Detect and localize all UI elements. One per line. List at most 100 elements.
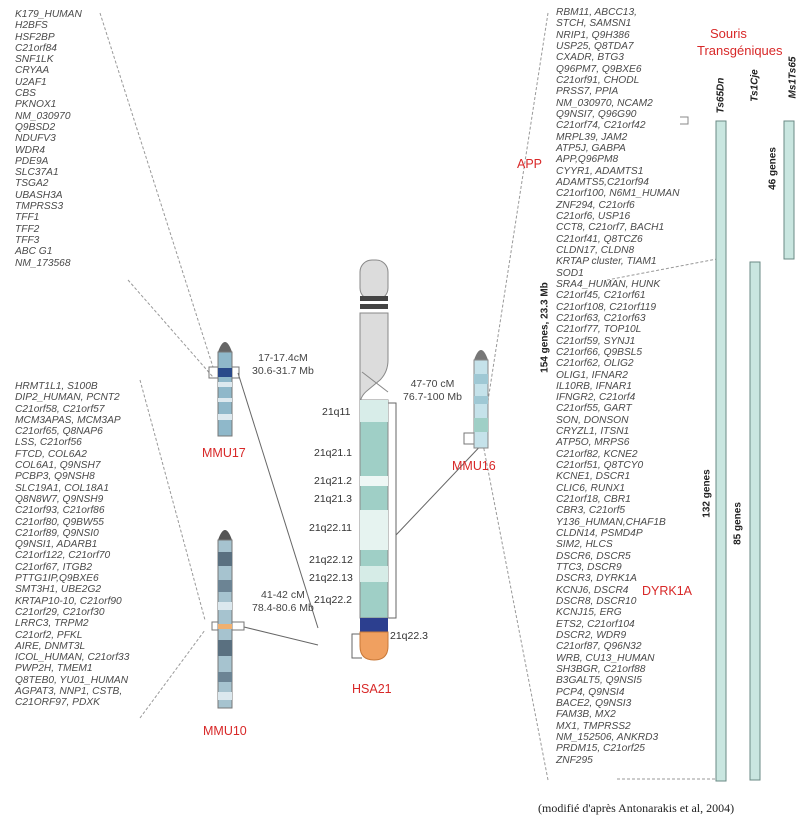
gene-list-item: C21orf93, C21orf86 <box>15 505 105 517</box>
mmu16-cm: 47-70 cM <box>410 378 455 390</box>
band-label: 21q21.2 <box>314 475 352 487</box>
gene-list-item: C21orf59, SYNJ1 <box>556 335 636 347</box>
mmu16-label: MMU16 <box>452 459 496 473</box>
gene-list-item: ATP5J, GABPA <box>556 142 626 154</box>
gene-list-item: LSS, C21orf56 <box>15 437 82 449</box>
gene-list-item: KCNJ6, DSCR4 <box>556 584 629 596</box>
gene-list-item: C21orf108, C21orf119 <box>556 301 657 313</box>
gene-list-item: NM_030970 <box>15 110 71 122</box>
gene-list-item: Y136_HUMAN,CHAF1B <box>556 516 666 528</box>
gene-list-item: COL6A1, Q9NSH7 <box>15 460 101 472</box>
gene-list-item: KCNE1, DSCR1 <box>556 471 631 483</box>
gene-list-item: ICOL_HUMAN, C21orf33 <box>15 652 130 664</box>
gene-list-item: ATP5O, MRPS6 <box>556 437 630 449</box>
gene-list-item: MRPL39, JAM2 <box>556 131 628 143</box>
mmu17-chromosome <box>217 342 233 437</box>
gene-list-item: AGPAT3, NNP1, CSTB, <box>15 686 123 698</box>
gene-list-item: SMT3H1, UBE2G2 <box>15 584 102 596</box>
gene-list-item: HSF2BP <box>15 31 55 43</box>
gene-list-item: ABC G1 <box>15 246 53 258</box>
mmu16-chromosome <box>473 350 489 449</box>
gene-list-item: Q8TEB0, YU01_HUMAN <box>15 674 129 686</box>
span-ts1cje-label: 85 genes <box>732 502 744 545</box>
mmu10-cm: 41-42 cM <box>261 589 305 601</box>
gene-list-item: BACE2, Q9NSI3 <box>556 698 632 710</box>
gene-list-item: AIRE, DNMT3L <box>15 640 86 652</box>
gene-list-item: C21orf58, C21orf57 <box>15 403 105 415</box>
gene-list-item: TSGA2 <box>15 178 49 190</box>
band-label: 21q21.1 <box>314 447 352 459</box>
gene-list-item: SRA4_HUMAN, HUNK <box>556 278 661 290</box>
gene-list-item: C21orf51, Q8TCY0 <box>556 460 644 472</box>
gene-list-item: CCT8, C21orf7, BACH1 <box>556 222 665 234</box>
gene-list-item: C21orf41, Q8TCZ6 <box>556 233 643 245</box>
gene-list-item: NM_173568 <box>15 257 71 269</box>
gene-list-item: TTC3, DSCR9 <box>556 562 622 574</box>
strain-ts65dn: Ts65Dn <box>715 77 727 114</box>
gene-list-item: WDR4 <box>15 144 45 156</box>
gene-list-item: SON, DONSON <box>556 414 629 426</box>
gene-list-item: TFF2 <box>15 223 40 235</box>
gene-list-item: B3GALT5, Q9NSI5 <box>556 675 642 687</box>
gene-list-item: C21orf29, C21orf30 <box>15 606 105 618</box>
gene-list-item: DSCR6, DSCR5 <box>556 550 631 562</box>
gene-list-item: CRYZL1, ITSN1 <box>556 426 630 438</box>
gene-list-item: SOD1 <box>556 267 584 279</box>
gene-list-item: C21orf87, Q96N32 <box>556 641 642 653</box>
gene-list-item: C21orf55, GART <box>556 403 632 415</box>
gene-list-item: DIP2_HUMAN, PCNT2 <box>15 392 120 404</box>
span-ms1ts65-label: 46 genes <box>767 147 779 190</box>
gene-list-item: C21orf45, C21orf61 <box>556 290 646 302</box>
gene-list-item: LRRC3, TRPM2 <box>15 618 89 630</box>
source-credit: (modifié d'après Antonarakis et al, 2004… <box>538 801 735 815</box>
gene-list-item: TFF1 <box>15 212 40 224</box>
gene-list-item: NDUFV3 <box>15 133 56 145</box>
gene-list-item: FAM3B, MX2 <box>556 709 616 721</box>
gene-list-item: PCBP3, Q9NSH8 <box>15 471 95 483</box>
gene-list-item: KRTAP cluster, TIAM1 <box>556 256 657 268</box>
gene-list-item: SH3BGR, C21orf88 <box>556 664 646 676</box>
band-label: 21q22.2 <box>314 594 352 606</box>
mmu16-locus: 47-70 cM 76.7-100 Mb <box>403 378 462 404</box>
gene-list-item: IFNGR2, C21orf4 <box>556 392 636 404</box>
mmu17-mb: 30.6-31.7 Mb <box>252 365 314 377</box>
hsa21-label: HSA21 <box>352 682 392 696</box>
mmu17-label: MMU17 <box>202 446 246 460</box>
band-label: 21q22.13 <box>309 572 353 584</box>
gene-list-item: C21orf91, CHODL <box>556 74 640 86</box>
gene-list-item: PKNOX1 <box>15 99 57 111</box>
gene-list-item: C21orf65, Q8NAP6 <box>15 426 103 438</box>
gene-list-item: SLC37A1 <box>15 167 59 179</box>
gene-list-item: FTCD, COL6A2 <box>15 448 87 460</box>
gene-list-item: CLIC6, RUNX1 <box>556 482 626 494</box>
gene-list-item: NM_030970, NCAM2 <box>556 97 653 109</box>
gene-list-item: TMPRSS3 <box>15 201 64 213</box>
gene-list-item: SIM2, HLCS <box>556 539 613 551</box>
gene-list-item: Q96PM7, Q9BXE6 <box>556 63 642 75</box>
gene-list-item: Q9NSI7, Q96G90 <box>556 108 637 120</box>
mmu17-cm: 17-17.4cM <box>258 352 308 364</box>
gene-list-item: CXADR, BTG3 <box>556 52 624 64</box>
title-line2: Transgéniques <box>697 43 783 58</box>
gene-list-item: MCM3APAS, MCM3AP <box>15 414 121 426</box>
gene-list-item: KCNJ15, ERG <box>556 607 622 619</box>
mmu10-label: MMU10 <box>203 724 247 738</box>
app-highlight: APP <box>517 157 543 171</box>
gene-list-item: C21orf77, TOP10L <box>556 324 642 336</box>
mmu17-locus: 17-17.4cM 30.6-31.7 Mb <box>252 352 314 378</box>
gene-list-item: CBS <box>15 88 36 100</box>
gene-list-item: TFF3 <box>15 234 40 246</box>
gene-list-item: U2AF1 <box>15 76 47 88</box>
gene-list-item: C21orf62, OLIG2 <box>556 358 634 370</box>
gene-list-item: ZNF294, C21orf6 <box>556 199 635 211</box>
gene-list-item: K179_HUMAN <box>15 9 82 20</box>
gene-list-item: CLDN14, PSMD4P <box>556 528 643 540</box>
gene-list-item: APP,Q96PM8 <box>556 154 619 166</box>
gene-list-item: C21orf66, Q9BSL5 <box>556 346 643 358</box>
gene-list-item: DSCR3, DYRK1A <box>556 573 637 585</box>
transgenic-bars <box>715 120 795 782</box>
gene-list-item: OLIG1, IFNAR2 <box>556 369 628 381</box>
